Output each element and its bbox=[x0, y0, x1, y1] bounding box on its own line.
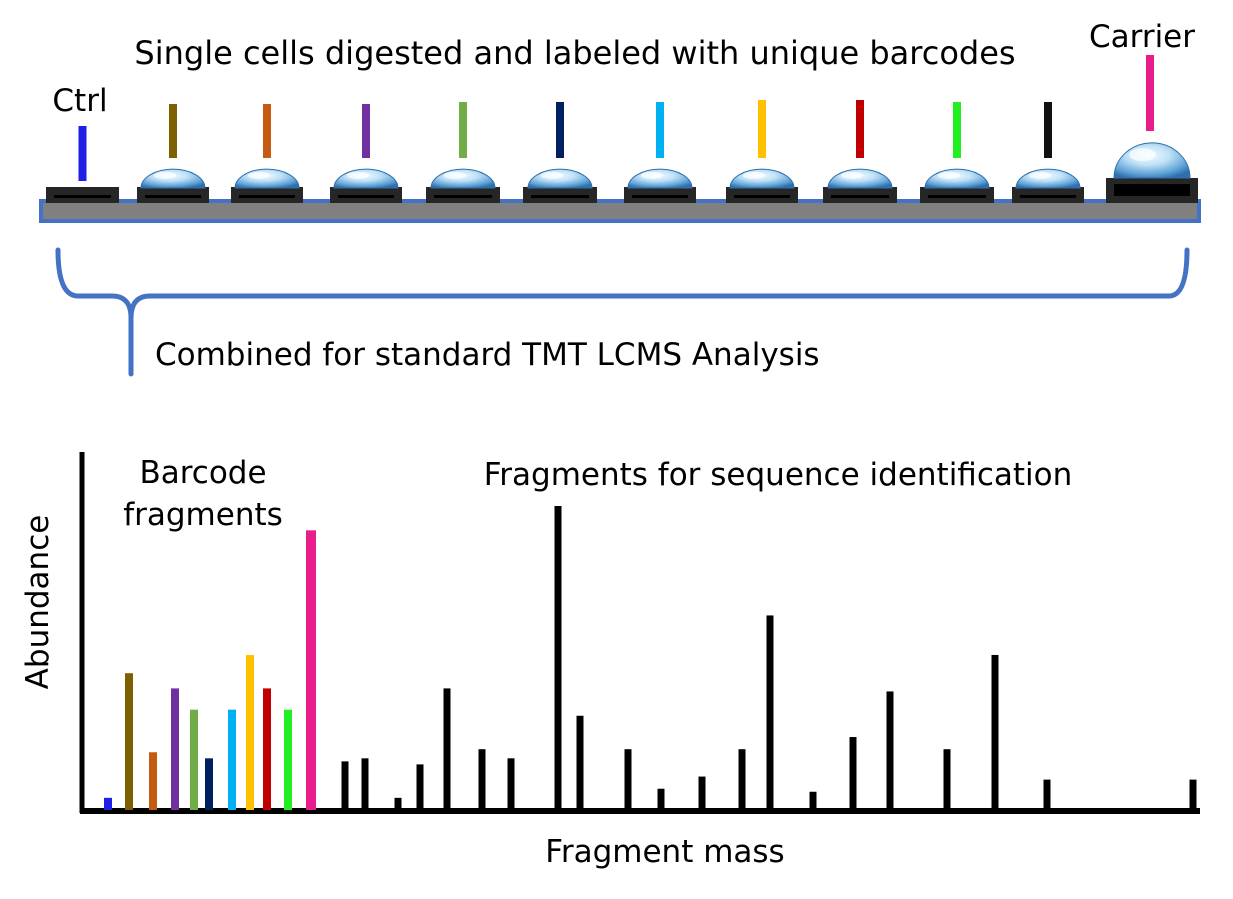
droplet bbox=[430, 168, 496, 189]
fragment-peak bbox=[809, 791, 817, 810]
fragment-peak bbox=[943, 749, 951, 810]
fragment-peak bbox=[1189, 779, 1197, 810]
barcode-label-line2: fragments bbox=[123, 497, 283, 533]
well-slot bbox=[531, 195, 589, 198]
droplet-highlight bbox=[742, 171, 766, 179]
plate bbox=[39, 199, 1201, 223]
barcode-stick-cell-7 bbox=[758, 100, 766, 158]
barcode-peak bbox=[284, 709, 292, 810]
fragments-label: Fragments for sequence identification bbox=[484, 457, 1073, 493]
barcode-peak bbox=[104, 797, 112, 810]
droplet-highlight bbox=[840, 171, 864, 179]
y-axis-label: Abundance bbox=[20, 515, 56, 690]
well-slot bbox=[54, 195, 111, 198]
barcode-stick-cell-8 bbox=[856, 100, 864, 158]
barcode-peak bbox=[263, 688, 271, 810]
barcode-peak bbox=[228, 709, 236, 810]
combined-label: Combined for standard TMT LCMS Analysis bbox=[155, 337, 820, 373]
fragment-peak bbox=[698, 776, 706, 810]
wells-group bbox=[46, 55, 1198, 203]
well-slot bbox=[1114, 184, 1190, 196]
droplet-highlight bbox=[640, 171, 664, 179]
droplet-highlight bbox=[346, 171, 370, 179]
barcode-stick-cell-10 bbox=[1044, 102, 1052, 158]
barcode-peak bbox=[171, 688, 179, 810]
droplet-highlight bbox=[937, 171, 961, 179]
droplet-highlight bbox=[153, 171, 177, 179]
droplet bbox=[333, 168, 399, 189]
barcode-stick-ctrl bbox=[78, 126, 87, 181]
fragment-peak bbox=[341, 761, 349, 810]
barcode-stick-cell-1 bbox=[169, 104, 177, 158]
well-slot bbox=[928, 195, 986, 198]
droplet bbox=[1015, 168, 1081, 189]
ctrl-label: Ctrl bbox=[52, 83, 107, 119]
droplet-highlight bbox=[1129, 148, 1156, 162]
droplet bbox=[627, 168, 693, 189]
droplet bbox=[234, 168, 300, 189]
fragment-peak bbox=[766, 615, 774, 810]
top-title: Single cells digested and labeled with u… bbox=[134, 34, 1015, 72]
barcode-stick-cell-4 bbox=[459, 102, 467, 158]
fragment-peak bbox=[478, 749, 486, 810]
droplet bbox=[827, 168, 893, 189]
barcode-peak bbox=[125, 673, 133, 810]
droplet-highlight bbox=[443, 171, 467, 179]
barcode-peak bbox=[306, 530, 316, 810]
barcode-label-line1: Barcode bbox=[139, 455, 266, 491]
barcode-stick-cell-9 bbox=[953, 102, 961, 158]
droplet bbox=[527, 168, 593, 189]
droplet-highlight bbox=[247, 171, 271, 179]
fragment-peak bbox=[361, 758, 369, 810]
fragment-peak bbox=[416, 764, 424, 810]
barcode-peak bbox=[149, 752, 157, 810]
carrier-label: Carrier bbox=[1089, 19, 1195, 55]
barcode-stick-carrier bbox=[1146, 55, 1154, 131]
barcode-stick-cell-2 bbox=[263, 104, 271, 158]
well-slot bbox=[1020, 195, 1076, 198]
well-slot bbox=[831, 195, 889, 198]
droplet bbox=[729, 168, 795, 189]
x-axis-label: Fragment mass bbox=[545, 834, 784, 870]
barcode-peak bbox=[205, 758, 213, 810]
fragment-peak bbox=[443, 688, 451, 810]
fragment-peak bbox=[394, 797, 402, 810]
fragment-peak bbox=[886, 691, 894, 810]
droplet bbox=[140, 168, 206, 189]
well-slot bbox=[734, 195, 790, 198]
combine-brace bbox=[55, 247, 1190, 377]
well-slot bbox=[632, 195, 688, 198]
droplet-highlight bbox=[540, 171, 564, 179]
fragment-peak bbox=[738, 749, 746, 810]
fragment-peak bbox=[576, 715, 584, 810]
barcode-stick-cell-3 bbox=[362, 104, 370, 158]
fragment-peak bbox=[554, 506, 562, 810]
well-slot bbox=[434, 195, 492, 198]
well-slot bbox=[338, 195, 394, 198]
fragment-peak bbox=[657, 788, 665, 810]
spectrum-bars bbox=[104, 506, 1197, 810]
barcode-stick-cell-5 bbox=[556, 102, 564, 158]
fragment-peak bbox=[849, 737, 857, 810]
fragment-peak bbox=[624, 749, 632, 810]
fragment-peak bbox=[991, 654, 999, 810]
well-slot bbox=[145, 195, 201, 198]
well-slot bbox=[239, 195, 295, 198]
barcode-peak bbox=[190, 709, 198, 810]
droplet bbox=[1113, 142, 1191, 179]
fragment-peak bbox=[507, 758, 515, 810]
fragment-peak bbox=[1043, 779, 1051, 810]
barcode-peak bbox=[246, 654, 254, 810]
droplet-highlight bbox=[1028, 171, 1052, 179]
barcode-stick-cell-6 bbox=[656, 102, 664, 158]
droplet bbox=[924, 168, 990, 189]
